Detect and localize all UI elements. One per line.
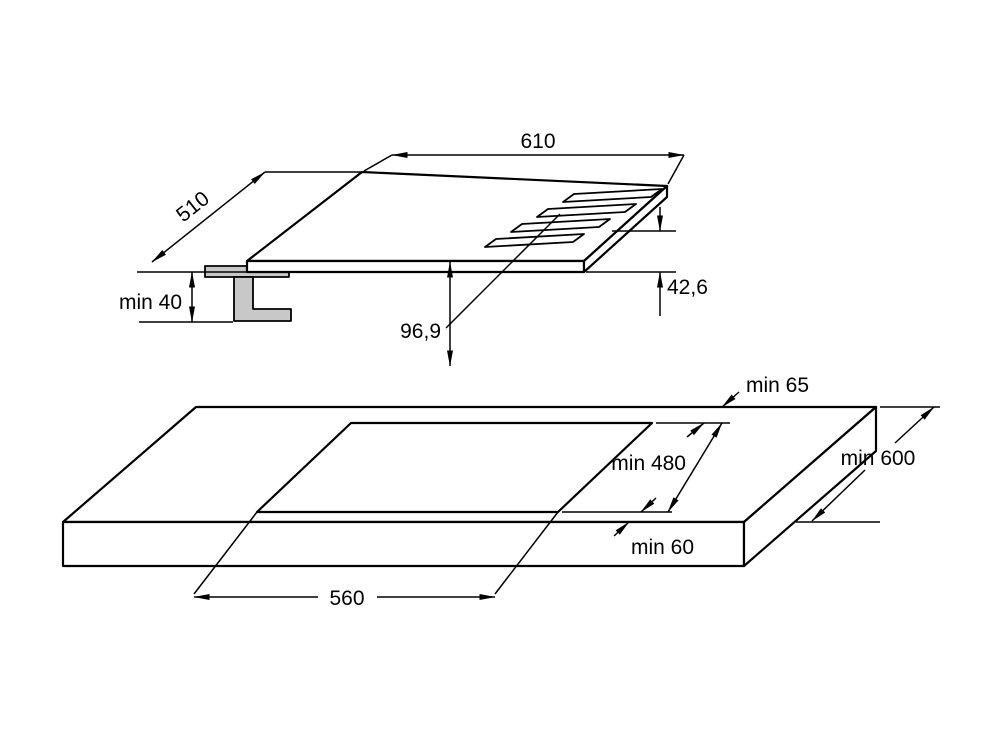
dimension-line-min600-lower [811,469,866,522]
grate-bar [510,218,611,233]
extension-line [494,511,559,595]
dim-min60-label: min 60 [631,536,694,559]
dim-610-label: 610 [520,130,555,153]
dimension-line-min60-lower [613,521,630,537]
dimension-line-min600-upper [894,406,935,444]
dim-560-label: 560 [329,587,364,610]
dim-969-label: 96,9 [400,320,441,343]
leader-line-burner [445,213,561,329]
dim-min600-label: min 600 [841,447,916,470]
dimension-line-510 [151,171,266,263]
worktop-view: 560 min 480 min 65 min 600 min 60 [61,374,940,610]
dim-min40-label: min 40 [119,291,182,314]
grate-bar [562,188,663,203]
extension-line [667,154,685,185]
hob-front-face [245,259,586,274]
dim-min480-label: min 480 [611,452,686,475]
hob-side-face [582,184,669,274]
dimension-line-min65-upper [721,391,740,408]
cutout-opening [255,421,654,514]
dimension-line-min60-upper [640,497,657,513]
dimension-line-min65-lower [686,422,705,438]
extension-line [193,511,258,595]
dim-min65-label: min 65 [746,374,809,397]
dim-426-label: 42,6 [667,276,708,299]
dim-510-label: 510 [172,187,214,227]
extension-line [363,154,393,172]
grate-bar [536,203,637,218]
mounting-profile-stem [233,276,292,322]
worktop-side-face [742,405,878,568]
dimension-line-min480 [667,422,723,513]
hob-view: min 40 610 510 96,9 [119,130,708,367]
